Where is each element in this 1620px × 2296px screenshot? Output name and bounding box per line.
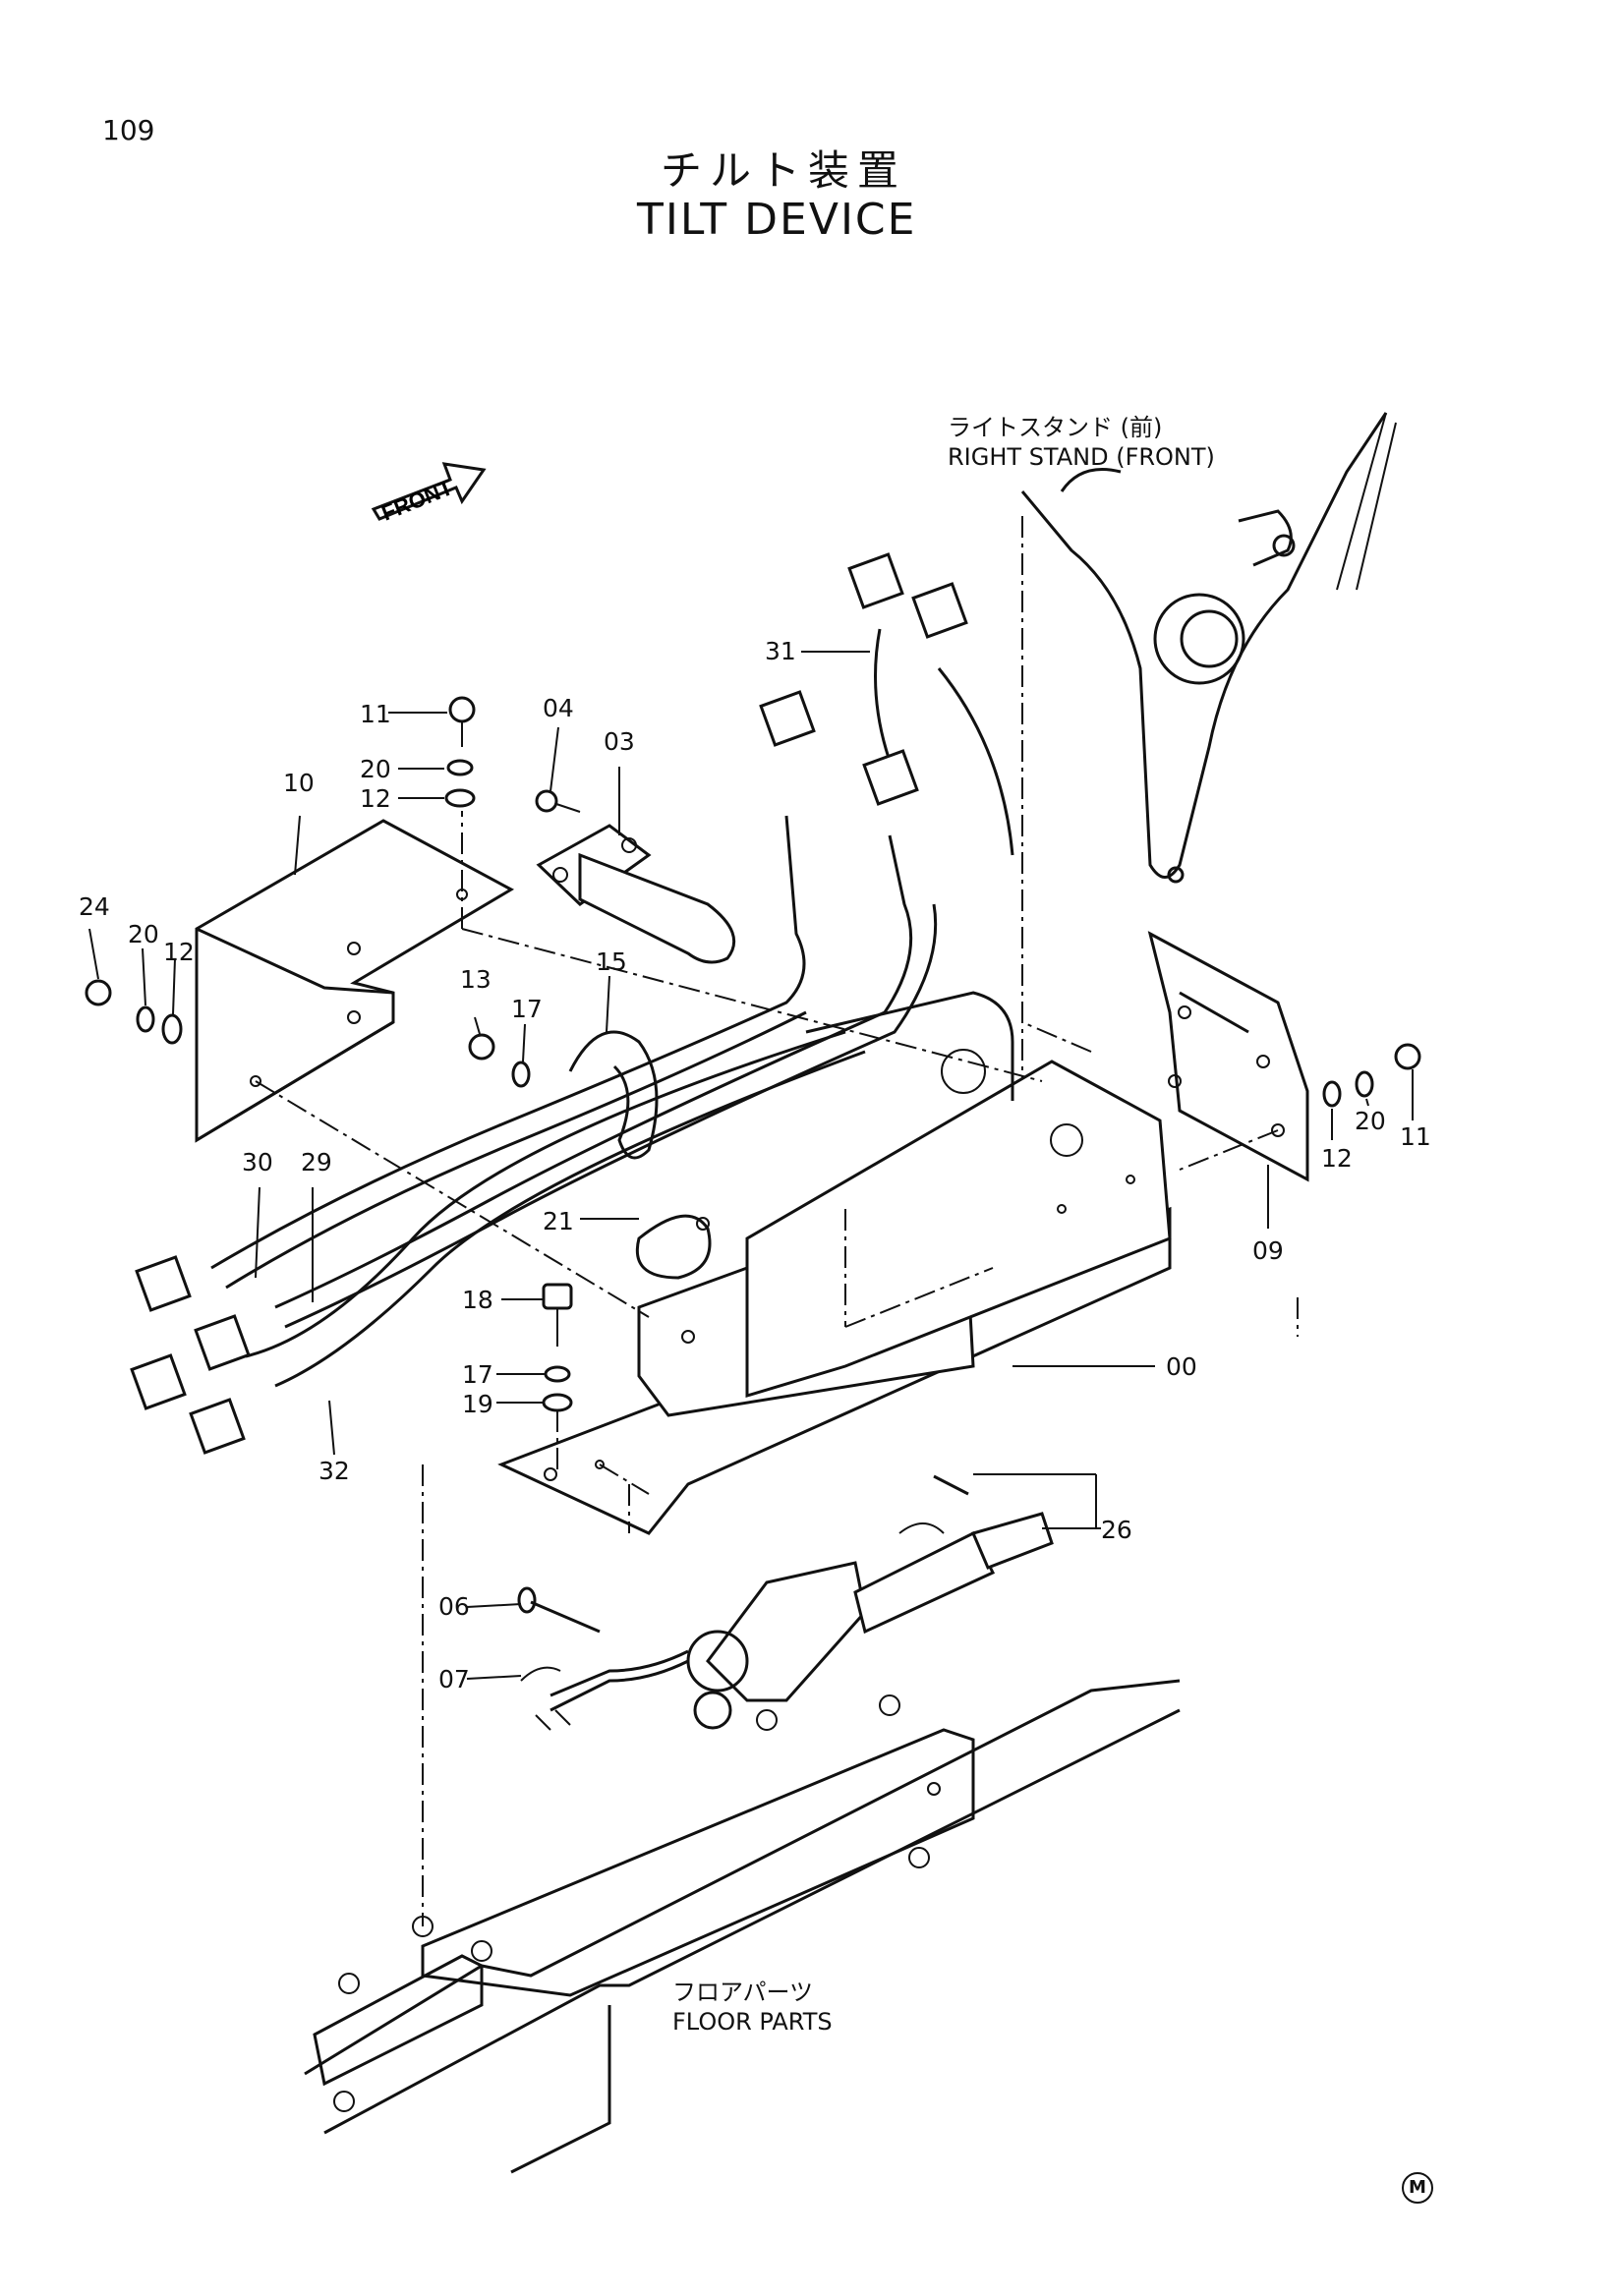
callout-32: 32 [318, 1457, 350, 1485]
right-stand [1020, 412, 1397, 1081]
front-arrow: FRONT [371, 462, 487, 526]
page-title: TILT DEVICE [637, 195, 917, 245]
m-mark: M [1402, 2172, 1433, 2204]
floor-parts-label-jp: フロアパーツ [672, 1979, 814, 2006]
callout-29: 29 [301, 1148, 332, 1177]
floor-parts [304, 1297, 1299, 2174]
callout-00: 00 [1166, 1352, 1197, 1381]
callout-18: 18 [462, 1286, 493, 1314]
actuator-26 [535, 1512, 1054, 1731]
callout-03: 03 [604, 727, 635, 756]
clamp-21 [568, 1030, 712, 1280]
callout-09: 09 [1252, 1236, 1284, 1265]
callout-24: 24 [79, 892, 110, 921]
alignment-lines [255, 811, 1279, 1495]
floor-parts-label-en: FLOOR PARTS [672, 2008, 833, 2036]
page-title-jp: チルト装置 [661, 146, 907, 195]
callout-11: 11 [1400, 1122, 1431, 1151]
callout-12: 12 [163, 938, 195, 966]
callout-07: 07 [438, 1665, 470, 1693]
callout-31: 31 [765, 637, 796, 665]
leader-lines [88, 651, 1414, 1680]
callout-11: 11 [360, 700, 391, 728]
right-stand-note: ライトスタンド (前) RIGHT STAND (FRONT) [948, 413, 1215, 472]
callout-15: 15 [596, 947, 627, 976]
wire-harness [130, 552, 1014, 1455]
fasteners [85, 696, 1421, 1682]
callout-17: 17 [511, 995, 543, 1023]
callout-20: 20 [1355, 1107, 1386, 1135]
callout-12: 12 [1321, 1144, 1353, 1173]
front-arrow-label: FRONT [378, 475, 457, 526]
floor-parts-note: フロアパーツ FLOOR PARTS [672, 1978, 833, 2037]
right-stand-label-jp: ライトスタンド (前) [948, 414, 1163, 441]
tilt-frame-00 [497, 991, 1172, 1535]
page-number: 109 [102, 114, 155, 146]
callout-06: 06 [438, 1592, 470, 1621]
callout-21: 21 [543, 1207, 574, 1235]
callout-12: 12 [360, 784, 391, 813]
callout-19: 19 [462, 1390, 493, 1418]
pin-03 [536, 824, 736, 964]
callout-20: 20 [360, 755, 391, 783]
bracket-10 [195, 819, 515, 1143]
callout-04: 04 [543, 694, 574, 722]
callout-20: 20 [128, 920, 159, 948]
callout-26: 26 [1101, 1516, 1132, 1544]
callout-10: 10 [283, 769, 315, 797]
callout-30: 30 [242, 1148, 273, 1177]
callout-17: 17 [462, 1360, 493, 1389]
plate-09 [1147, 931, 1309, 1182]
callout-13: 13 [460, 965, 492, 994]
right-stand-label-en: RIGHT STAND (FRONT) [948, 443, 1215, 471]
